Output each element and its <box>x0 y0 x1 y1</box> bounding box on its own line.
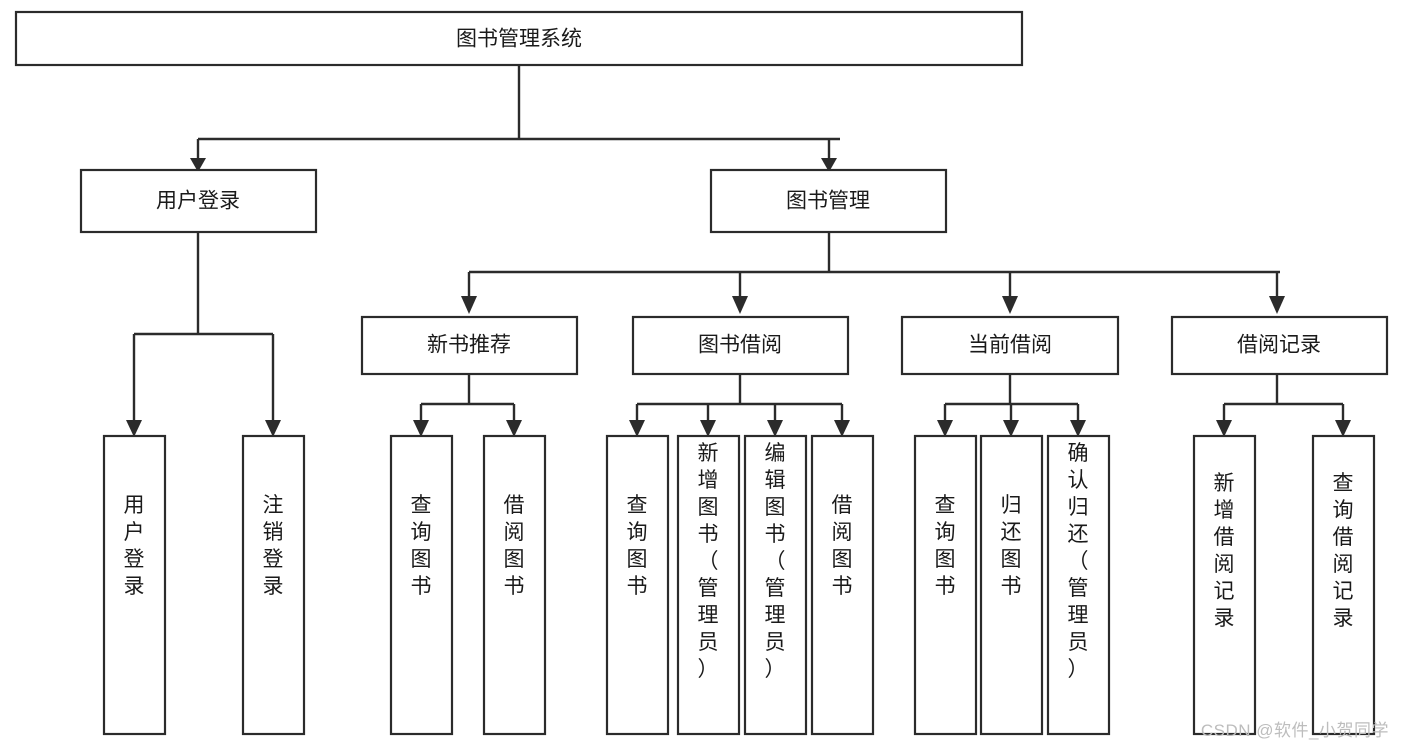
node-leaf-query-book-1-box[interactable] <box>389 434 454 736</box>
arrowhead-leaf-query-record <box>1335 420 1351 437</box>
node-leaf-query-book-2-box[interactable] <box>605 434 670 736</box>
node-leaf-add-book-box[interactable] <box>676 434 741 736</box>
node-root-label: 图书管理系统 <box>456 28 582 51</box>
arrowhead-leaf-return-book <box>1003 420 1019 437</box>
node-borrow-record-label: 借阅记录 <box>1237 334 1321 357</box>
node-user-login-box[interactable] <box>79 168 318 234</box>
node-leaf-confirm-return-label: 确认归还（管理员） <box>1068 442 1089 681</box>
node-leaf-return-book-box[interactable] <box>979 434 1044 736</box>
arrowhead-leaf-borrow-book-1 <box>506 420 522 437</box>
node-leaf-borrow-book-2-label: 借阅图书 <box>832 494 853 598</box>
node-leaf-return-book-label: 归还图书 <box>1001 494 1022 598</box>
node-leaf-add-record-box[interactable] <box>1192 434 1257 736</box>
node-leaf-query-book-3-box[interactable] <box>913 434 978 736</box>
arrowhead-new-book-rec <box>461 296 477 314</box>
node-leaf-query-record-box[interactable] <box>1311 434 1376 736</box>
node-leaf-query-record-label: 查询借阅记录 <box>1333 472 1354 630</box>
node-leaf-query-book-3-label: 查询图书 <box>935 494 956 598</box>
node-leaf-borrow-book-2-box[interactable] <box>810 434 875 736</box>
arrowhead-borrow-record <box>1269 296 1285 314</box>
node-leaf-borrow-book-1-box[interactable] <box>482 434 547 736</box>
arrowhead-leaf-confirm-return <box>1070 420 1086 437</box>
node-leaf-add-record-label: 新增借阅记录 <box>1214 472 1235 630</box>
arrowhead-leaf-query-book-2 <box>629 420 645 437</box>
arrowhead-leaf-add-record <box>1216 420 1232 437</box>
node-user-login-label: 用户登录 <box>156 190 240 213</box>
node-leaf-confirm-return-box[interactable] <box>1046 434 1111 736</box>
node-leaf-edit-book-label: 编辑图书（管理员） <box>765 442 786 681</box>
arrowhead-book-borrow <box>732 296 748 314</box>
node-leaf-edit-book-box[interactable] <box>743 434 808 736</box>
node-current-borrow-box[interactable] <box>900 315 1120 376</box>
node-leaf-add-book-label: 新增图书（管理员） <box>698 442 719 681</box>
node-layer: 图书管理系统 用户登录 图书管理 新书推荐 图书借阅 当前借阅 借阅记录 用户登… <box>14 10 1389 736</box>
node-current-borrow-label: 当前借阅 <box>968 334 1052 357</box>
node-leaf-query-book-2-label: 查询图书 <box>627 494 648 598</box>
arrowhead-leaf-user-login <box>126 420 142 437</box>
node-root-box[interactable] <box>14 10 1024 67</box>
arrowhead-leaf-add-book <box>700 420 716 437</box>
node-leaf-user-login-label: 用户登录 <box>124 494 145 598</box>
connector-layer <box>126 65 1351 437</box>
arrowhead-leaf-query-book-1 <box>413 420 429 437</box>
arrowhead-user-login <box>190 158 206 172</box>
node-book-borrow-box[interactable] <box>631 315 850 376</box>
node-book-manage-box[interactable] <box>709 168 948 234</box>
node-leaf-user-login-box[interactable] <box>102 434 167 736</box>
node-leaf-logout-box[interactable] <box>241 434 306 736</box>
node-borrow-record-box[interactable] <box>1170 315 1389 376</box>
node-leaf-borrow-book-1-label: 借阅图书 <box>504 494 525 598</box>
arrowhead-leaf-borrow-book-2 <box>834 420 850 437</box>
node-new-book-rec-label: 新书推荐 <box>427 334 511 357</box>
node-book-manage-label: 图书管理 <box>786 190 870 213</box>
node-book-borrow-label: 图书借阅 <box>698 334 782 357</box>
node-leaf-logout-label: 注销登录 <box>263 494 284 598</box>
node-new-book-rec-box[interactable] <box>360 315 579 376</box>
arrowhead-current-borrow <box>1002 296 1018 314</box>
arrowhead-book-manage <box>821 158 837 172</box>
csdn-watermark: CSDN @软件_小贺同学 <box>1200 721 1389 740</box>
arrowhead-leaf-query-book-3 <box>937 420 953 437</box>
arrowhead-leaf-edit-book <box>767 420 783 437</box>
node-leaf-query-book-1-label: 查询图书 <box>411 494 432 598</box>
arrowhead-leaf-logout <box>265 420 281 437</box>
